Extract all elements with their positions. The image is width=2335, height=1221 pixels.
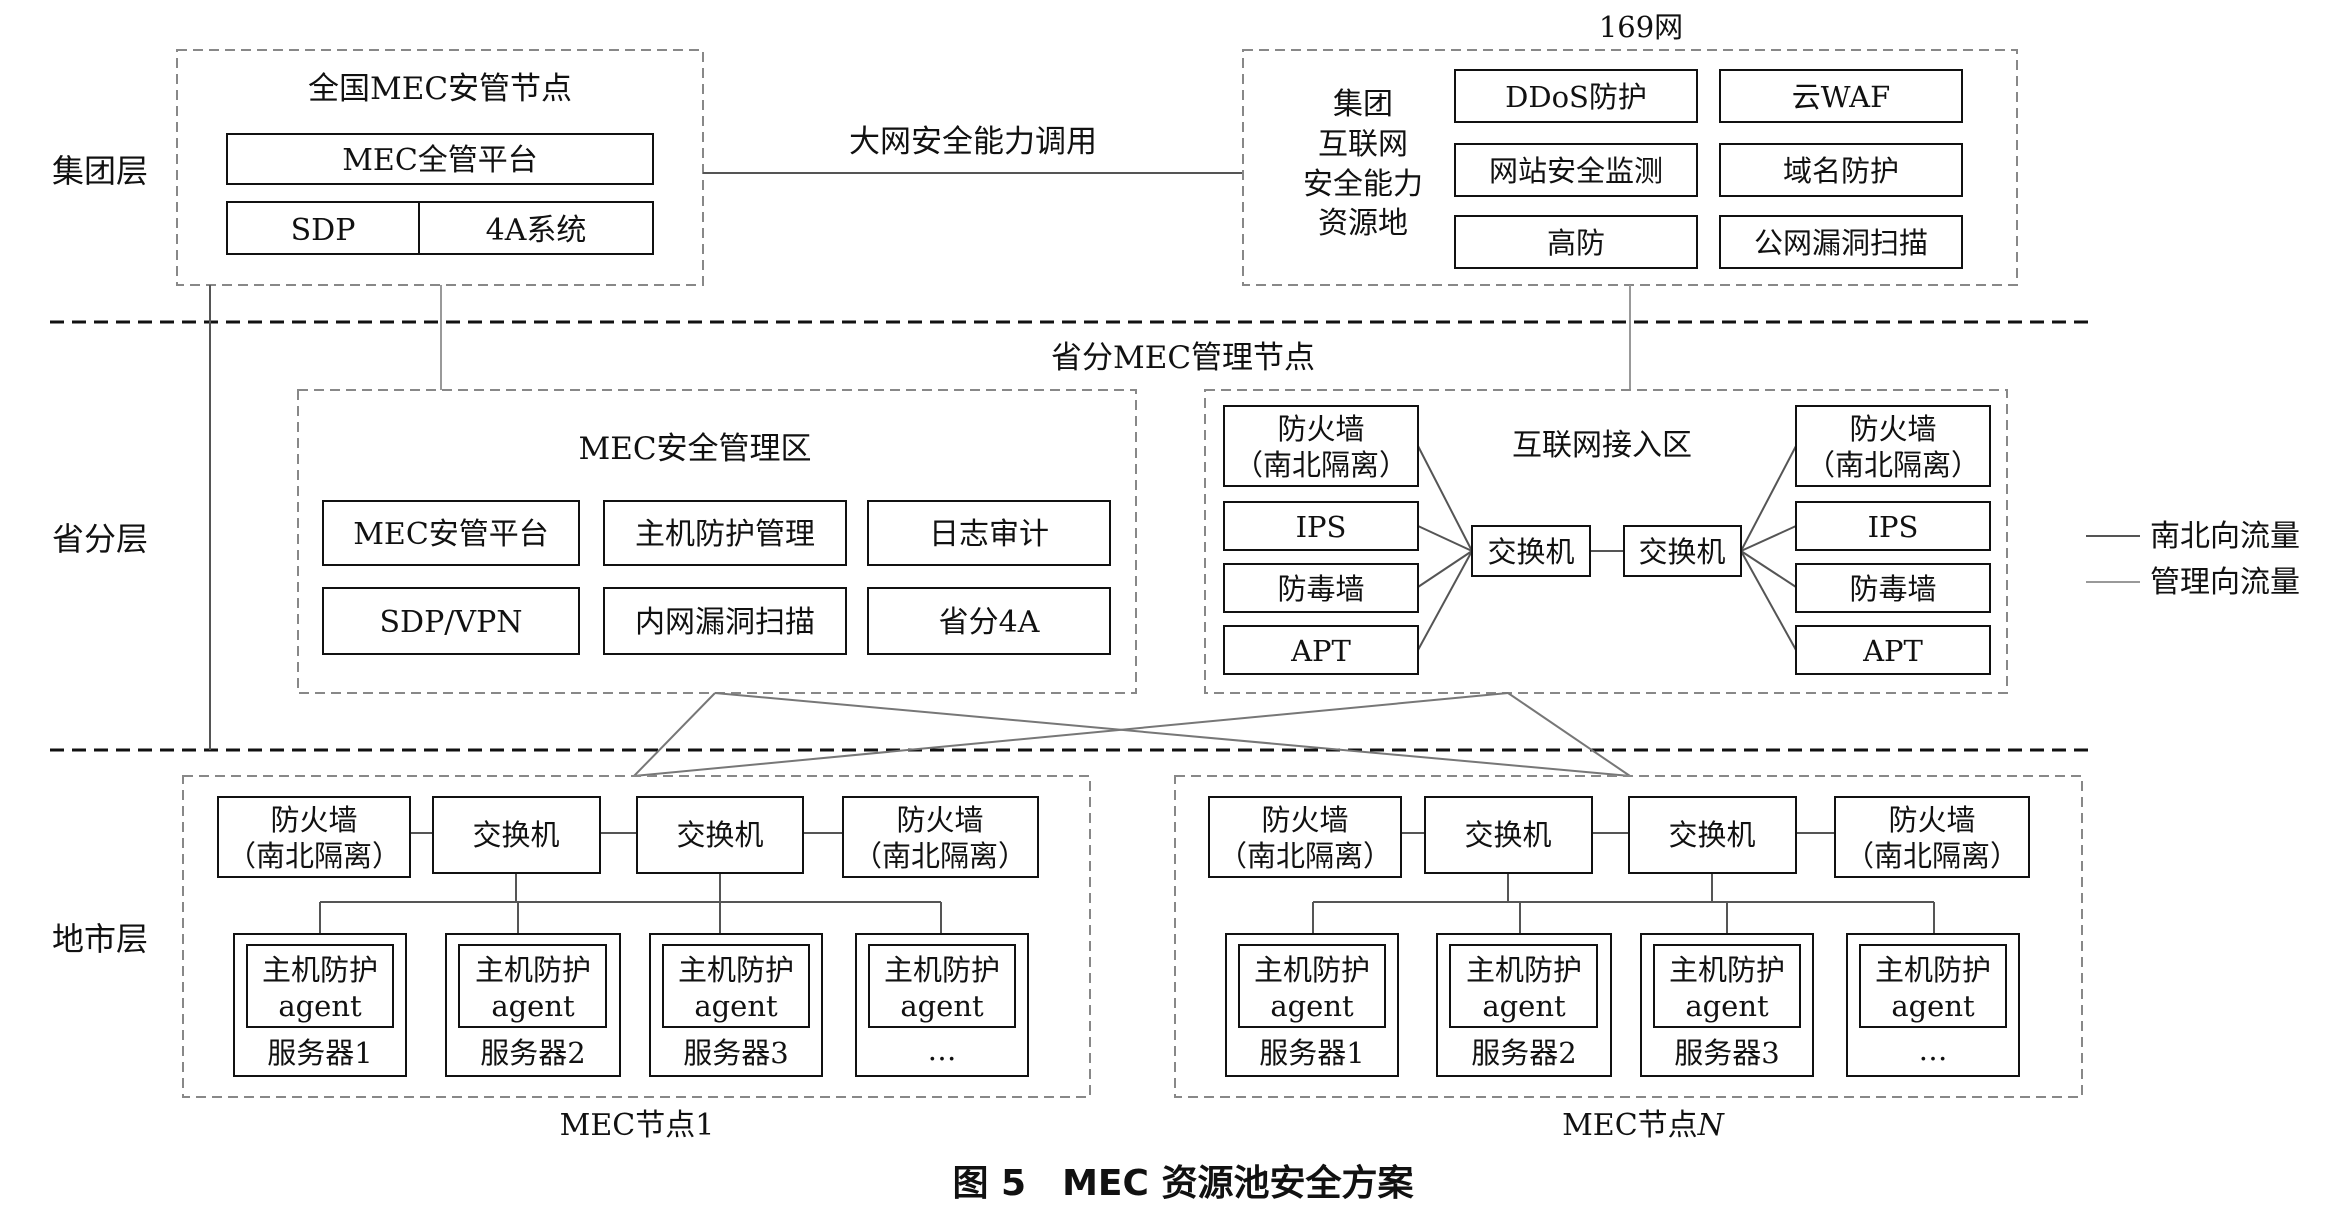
nn-s1-agent-l2: agent — [1270, 989, 1354, 1023]
high-defense-label: 高防 — [1547, 226, 1605, 260]
resource-title-line-1: 集团 — [1333, 87, 1393, 122]
n1-s4-agent-l2: agent — [900, 989, 984, 1023]
nn-firewall-left-l2: （南北隔离） — [1218, 839, 1392, 873]
legend-ns-label: 南北向流量 — [2150, 519, 2300, 554]
n1-s3-agent-l2: agent — [694, 989, 778, 1023]
nn-firewall-right-l1: 防火墙 — [1888, 803, 1975, 837]
sdp-label: SDP — [291, 213, 356, 248]
national-mec-node: 全国MEC安管节点 MEC全管平台 SDP 4A系统 — [176, 49, 704, 286]
n1-switch-left: 交换机 — [472, 818, 559, 852]
nn-s3-agent-l1: 主机防护 — [1669, 953, 1785, 987]
internet-zone-title: 互联网接入区 — [1512, 428, 1692, 463]
nn-s3-name: 服务器3 — [1674, 1036, 1779, 1070]
n1-s3-agent-l1: 主机防护 — [678, 953, 794, 987]
inet-switch-right: 交换机 — [1638, 535, 1725, 569]
nn-firewall-right-l2: （南北隔离） — [1845, 839, 2019, 873]
inet-left-ips: IPS — [1296, 510, 1347, 544]
province-city-cross-links — [633, 692, 1631, 777]
n1-s1-name: 服务器1 — [267, 1036, 372, 1070]
nn-firewall-left-l1: 防火墙 — [1261, 803, 1348, 837]
capability-link-label: 大网安全能力调用 — [849, 124, 1097, 160]
national-node-title: 全国MEC安管节点 — [308, 71, 572, 107]
waf-label: 云WAF — [1792, 80, 1890, 114]
inet-right-av: 防毒墙 — [1849, 572, 1936, 606]
mgmt-item-vuln-scan: 内网漏洞扫描 — [635, 605, 815, 640]
inet-right-firewall-line1: 防火墙 — [1849, 412, 1936, 446]
inet-switch-left: 交换机 — [1487, 535, 1574, 569]
resource-title-line-3: 安全能力 — [1303, 167, 1423, 202]
n1-firewall-right-l1: 防火墙 — [896, 803, 983, 837]
n1-s1-agent-l2: agent — [278, 989, 362, 1023]
mec-node-n-prefix: MEC节点 — [1562, 1108, 1698, 1143]
nn-s2-agent-l1: 主机防护 — [1466, 953, 1582, 987]
net169-label: 169网 — [1599, 10, 1683, 44]
n1-s2-name: 服务器2 — [480, 1036, 585, 1070]
layer-label-city: 地市层 — [52, 920, 148, 958]
inet-left-apt: APT — [1290, 634, 1351, 668]
n1-s2-agent-l2: agent — [491, 989, 575, 1023]
inet-right-firewall-line2: （南北隔离） — [1806, 448, 1980, 482]
nn-switch-right: 交换机 — [1668, 818, 1755, 852]
mgmt-item-host-protect: 主机防护管理 — [635, 517, 815, 552]
n1-firewall-left-l2: （南北隔离） — [227, 839, 401, 873]
nn-s1-agent-l1: 主机防护 — [1254, 953, 1370, 987]
nn-s4-agent-l1: 主机防护 — [1875, 953, 1991, 987]
mgmt-item-mec-platform: MEC安管平台 — [353, 517, 549, 552]
nn-s4-name: … — [1919, 1033, 1948, 1067]
mgmt-zone-title: MEC安全管理区 — [578, 431, 811, 467]
resource-title-line-2: 互联网 — [1318, 127, 1408, 162]
nn-s3-agent-l2: agent — [1685, 989, 1769, 1023]
inet-left-av: 防毒墙 — [1277, 572, 1364, 606]
mec-security-mgmt-zone: MEC安全管理区 MEC安管平台 主机防护管理 日志审计 SDP/VPN 内网漏… — [297, 389, 1137, 694]
nn-s2-name: 服务器2 — [1471, 1036, 1576, 1070]
inet-left-firewall-line2: （南北隔离） — [1234, 448, 1408, 482]
mec-node-1-label: MEC节点1 — [560, 1108, 715, 1143]
inet-left-firewall-line1: 防火墙 — [1277, 412, 1364, 446]
mgmt-item-sdp-vpn: SDP/VPN — [380, 605, 523, 640]
resource-title-line-4: 资源地 — [1318, 206, 1408, 241]
sdp-box — [226, 201, 420, 255]
web-monitor-label: 网站安全监测 — [1489, 154, 1663, 188]
mec-node-n-suffix: N — [1697, 1108, 1726, 1143]
n1-s2-agent-l1: 主机防护 — [475, 953, 591, 987]
n1-firewall-right-l2: （南北隔离） — [853, 839, 1027, 873]
nn-s4-agent-l2: agent — [1891, 989, 1975, 1023]
n1-firewall-left-l1: 防火墙 — [270, 803, 357, 837]
fourA-label: 4A系统 — [486, 213, 587, 248]
province-node-title: 省分MEC管理节点 — [1051, 340, 1315, 376]
internet-access-zone: 互联网接入区 防火墙 （南北隔离） IPS 防毒墙 APT 交换机 交换机 — [1204, 389, 2008, 694]
figure-caption: 图 5 MEC 资源池安全方案 — [953, 1162, 1415, 1204]
mgmt-item-province-4a: 省分4A — [939, 605, 1040, 640]
nn-s1-name: 服务器1 — [1259, 1036, 1364, 1070]
mec-node-n: 防火墙 （南北隔离） 交换机 交换机 防火墙 （南北隔离） 主机防护 agent… — [1174, 775, 2083, 1098]
fourA-box — [418, 201, 654, 255]
layer-label-province: 省分层 — [52, 520, 148, 558]
n1-s1-agent-l1: 主机防护 — [262, 953, 378, 987]
group-internet-resource-pool: 集团 互联网 安全能力 资源地 DDoS防护 云WAF 网站安全监测 域名防护 … — [1242, 49, 2018, 286]
vuln-scan-label: 公网漏洞扫描 — [1754, 226, 1928, 260]
inet-right-ips: IPS — [1868, 510, 1919, 544]
nn-s2-agent-l2: agent — [1482, 989, 1566, 1023]
n1-s3-name: 服务器3 — [683, 1036, 788, 1070]
n1-s4-agent-l1: 主机防护 — [884, 953, 1000, 987]
layer-label-group: 集团层 — [52, 152, 148, 190]
legend: 南北向流量 管理向流量 — [2086, 519, 2300, 600]
mec-node-1: 防火墙 （南北隔离） 交换机 交换机 防火墙 （南北隔离） 主机防护 agent… — [182, 775, 1091, 1098]
nn-switch-left: 交换机 — [1464, 818, 1551, 852]
mec-node-n-label: MEC节点N — [1562, 1108, 1726, 1143]
inet-right-apt: APT — [1862, 634, 1923, 668]
n1-switch-right: 交换机 — [676, 818, 763, 852]
mec-platform-label: MEC全管平台 — [342, 143, 538, 178]
dns-protect-label: 域名防护 — [1783, 154, 1899, 188]
ddos-label: DDoS防护 — [1505, 80, 1647, 114]
n1-s4-name: … — [928, 1033, 957, 1067]
mgmt-item-log-audit: 日志审计 — [929, 517, 1049, 552]
mec-platform-box — [226, 133, 654, 185]
legend-mgmt-label: 管理向流量 — [2150, 565, 2300, 600]
